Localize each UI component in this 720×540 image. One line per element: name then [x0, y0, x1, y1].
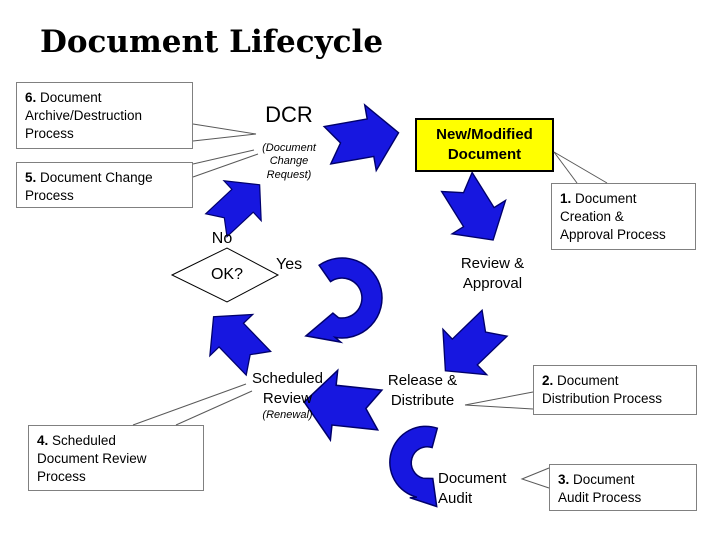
callout-number: 2.	[542, 373, 554, 388]
callout-audit-process: 3. Document Audit Process	[549, 464, 697, 511]
new-modified-document-box: New/Modified Document	[415, 118, 554, 172]
review-approval-label: Review & Approval	[460, 255, 525, 292]
callout-distribution: 2. Document Distribution Process	[533, 365, 697, 415]
callout-number: 5.	[25, 170, 37, 185]
callout-number: 3.	[558, 472, 570, 487]
callout-creation-approval: 1. Document Creation & Approval Process	[551, 183, 696, 250]
callout-number: 4.	[37, 433, 49, 448]
release-distribute-label: Release & Distribute	[387, 372, 458, 409]
decision-label: OK?	[210, 266, 243, 283]
decision-diamond	[170, 247, 280, 303]
callout-text: Document Creation & Approval Process	[560, 191, 666, 243]
page-title: Document Lifecycle	[40, 24, 384, 60]
arrow-yes-curve	[304, 257, 383, 344]
callout-scheduled-review: 4. Scheduled Document Review Process	[28, 425, 204, 491]
scheduled-review-subtitle: (Renewal)	[262, 409, 313, 421]
callout-archive-destruction: 6. Document Archive/Destruction Process	[16, 82, 193, 149]
callout-text: Scheduled Document Review Process	[37, 433, 147, 485]
arrow-release-to-audit-curve	[389, 425, 439, 508]
dcr-subtitle: (Document Change Request)	[262, 142, 316, 181]
scheduled-review-label: Scheduled Review	[252, 370, 323, 407]
callout-document-change: 5. Document Change Process	[16, 162, 193, 208]
callout-text: Document Audit Process	[558, 472, 642, 506]
decision-no-label: No	[211, 230, 233, 247]
callout-number: 1.	[560, 191, 572, 206]
callout-number: 6.	[25, 90, 37, 105]
callout-text: Document Change Process	[25, 170, 153, 204]
arrow-dcr-to-newdoc	[320, 99, 406, 179]
dcr-label: DCR	[265, 102, 313, 127]
decision-yes-label: Yes	[276, 256, 303, 273]
document-audit-label: Document Audit	[438, 470, 507, 507]
callout-text: Document Distribution Process	[542, 373, 663, 407]
callout-text: Document Archive/Destruction Process	[25, 90, 143, 142]
arrow-newdoc-to-review	[429, 164, 521, 258]
